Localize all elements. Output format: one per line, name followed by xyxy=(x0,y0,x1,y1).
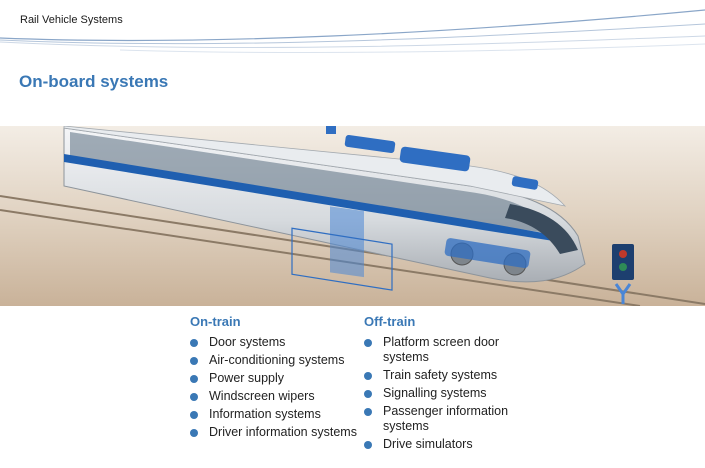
train-illustration xyxy=(0,126,705,306)
list-item: Signalling systems xyxy=(364,386,534,401)
list-item: Windscreen wipers xyxy=(190,389,360,404)
header-title: Rail Vehicle Systems xyxy=(20,14,123,26)
on-train-list: Door systems Air-conditioning systems Po… xyxy=(190,335,360,440)
list-item: Passenger information systems xyxy=(364,404,534,434)
list-item: Door systems xyxy=(190,335,360,350)
list-item: Driver information systems xyxy=(190,425,360,440)
off-train-heading: Off-train xyxy=(364,314,416,329)
list-item: Power supply xyxy=(190,371,360,386)
on-train-column: On-train Door systems Air-conditioning s… xyxy=(190,314,360,443)
list-item: Air-conditioning systems xyxy=(190,353,360,368)
page-title: On-board systems xyxy=(19,72,169,91)
on-train-heading: On-train xyxy=(190,314,241,329)
list-item: Information systems xyxy=(190,407,360,422)
list-item: Drive simulators xyxy=(364,437,534,452)
list-item: Platform screen door systems xyxy=(364,335,534,365)
list-item: Train safety systems xyxy=(364,368,534,383)
off-train-list: Platform screen door systems Train safet… xyxy=(364,335,534,452)
off-train-column: Off-train Platform screen door systems T… xyxy=(364,314,534,455)
header-swoosh-decoration xyxy=(0,9,705,53)
